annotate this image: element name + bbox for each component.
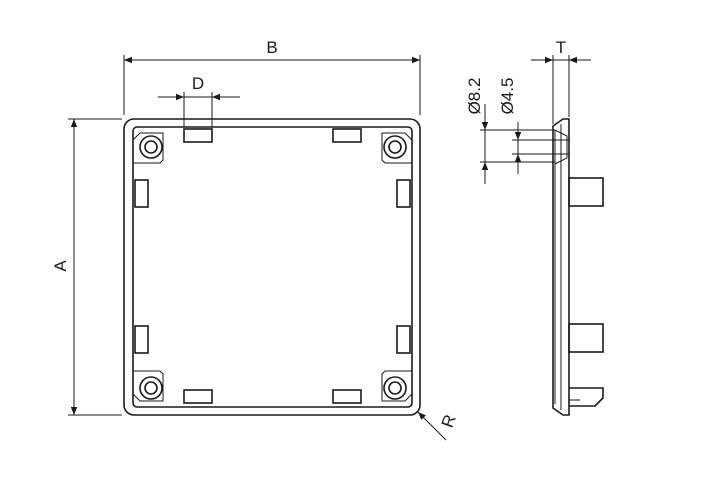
dimension-r-label: R (438, 412, 460, 430)
slot-top-right (332, 128, 362, 143)
side-view: T Ø8.2 Ø4.5 (465, 38, 604, 416)
corner-hole-top-left (132, 132, 164, 164)
slot-right-lower (396, 325, 411, 354)
side-lug-2 (568, 323, 604, 353)
dimension-inner-dia-label: Ø4.5 (498, 78, 517, 115)
dimension-d-label: D (192, 74, 204, 93)
dimension-r: R (417, 411, 460, 441)
slot-top-left (183, 128, 213, 143)
cap-outer-outline (123, 118, 421, 416)
dimension-a: A (51, 118, 122, 416)
corner-hole-top-right (381, 132, 413, 164)
dimension-d: D (158, 74, 240, 127)
side-plate (552, 118, 570, 416)
dimension-inner-dia: Ø4.5 (498, 78, 561, 174)
slot-right-upper (396, 179, 411, 208)
slot-left-lower (134, 325, 149, 354)
dimension-b: B (123, 38, 421, 115)
side-lug-1 (568, 177, 604, 207)
dimension-a-label: A (51, 260, 70, 272)
side-lug-3 (569, 387, 604, 407)
corner-hole-bottom-right (381, 370, 413, 402)
cap-inner-outline (132, 126, 413, 408)
front-view: B A D R (51, 38, 460, 441)
slot-bottom-left (183, 389, 213, 404)
dimension-t: T (531, 38, 591, 124)
dimension-t-label: T (556, 38, 566, 57)
slot-bottom-right (332, 389, 362, 404)
dimension-b-label: B (266, 38, 277, 57)
slot-left-upper (134, 179, 149, 208)
corner-hole-bottom-left (132, 370, 164, 402)
dimension-outer-dia-label: Ø8.2 (465, 78, 484, 115)
